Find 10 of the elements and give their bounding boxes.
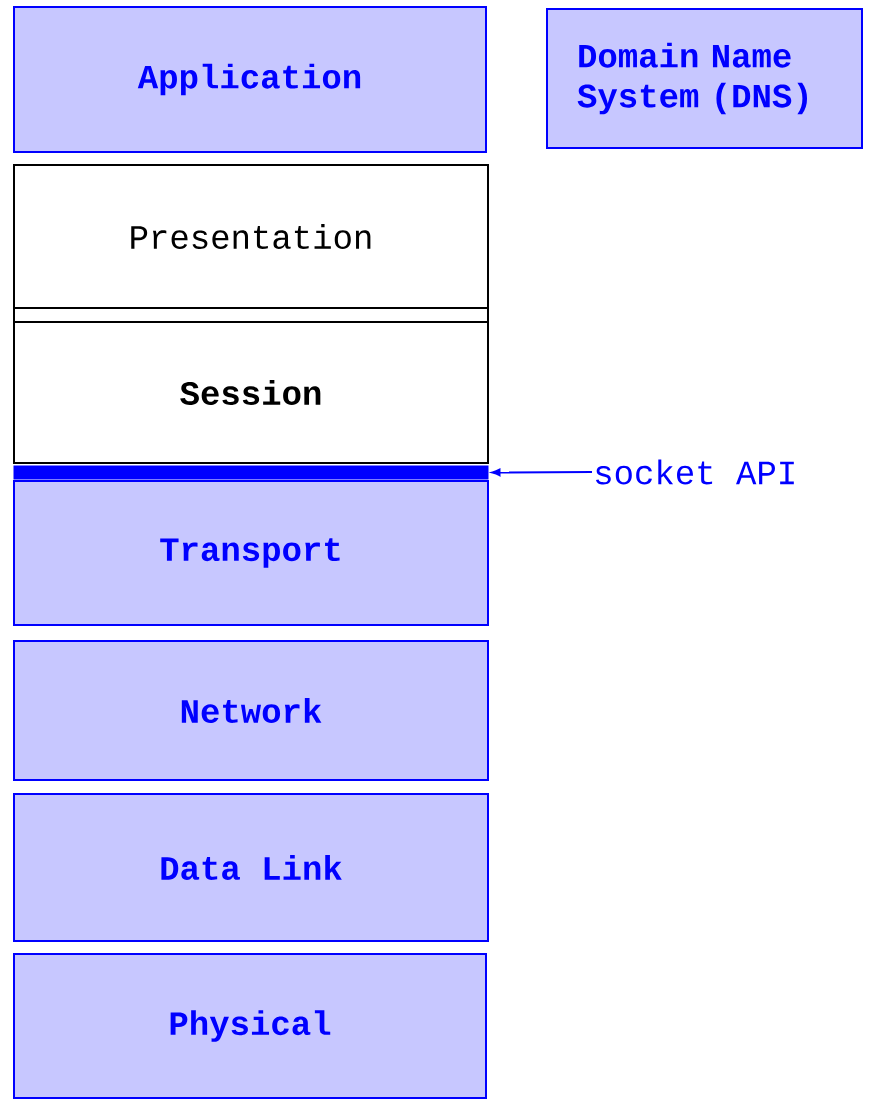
layer-box: Data Link	[13, 793, 489, 942]
protocol-box: Domain Name System (DNS)	[546, 8, 863, 149]
socket-bar	[13, 465, 489, 480]
layer-box: Network	[13, 640, 489, 781]
thin-box	[13, 307, 489, 323]
arrow	[491, 468, 593, 477]
layer-box: Transport	[13, 480, 489, 626]
layer-box: Application	[13, 6, 487, 153]
layer-box: Physical	[13, 953, 487, 1099]
socket-api-label: socket API	[595, 459, 794, 485]
